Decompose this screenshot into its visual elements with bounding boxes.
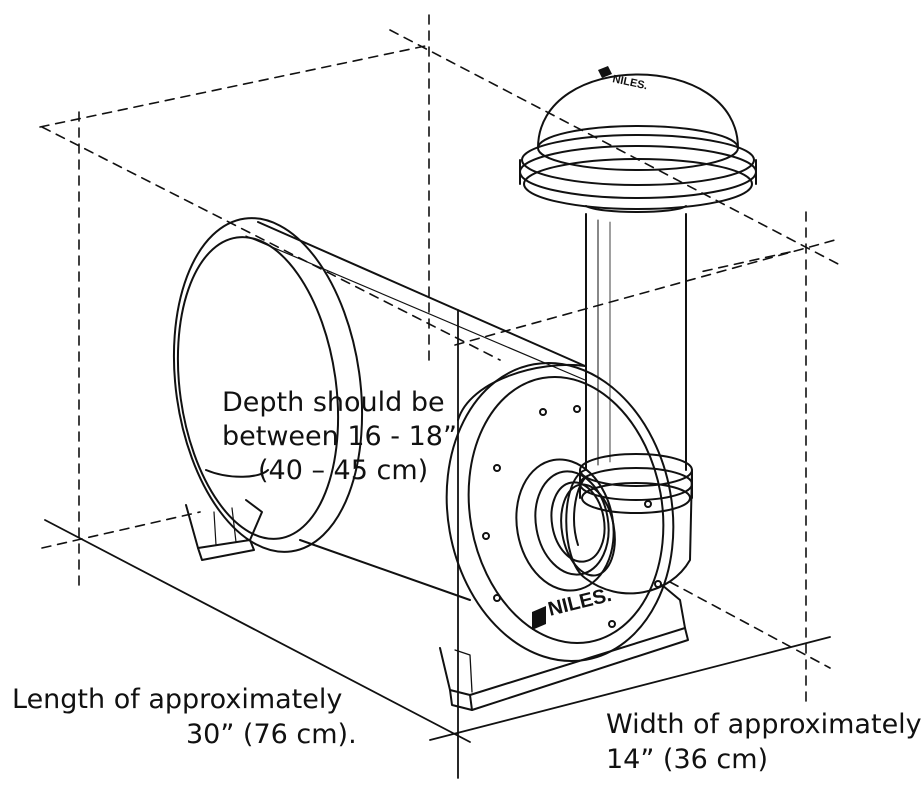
width-label-line1: Width of approximately [606,709,922,740]
width-label-line2: 14” (36 cm) [606,744,769,775]
niles-front-logo-icon [532,606,546,630]
port-tube [579,213,693,514]
depth-label-line1: Depth should be [222,387,445,418]
front-foot [439,584,689,711]
niles-top-logo-icon [598,66,612,78]
depth-label-line3: (40 – 45 cm) [258,455,429,486]
length-label-line2: 30” (76 cm). [186,719,357,750]
length-label-line1: Length of approximately [12,684,343,715]
dimension-box-dashed [39,14,841,706]
svg-text:NILES.: NILES. [611,73,648,92]
dimension-floor-lines [44,309,831,779]
top-logo: NILES. [598,66,649,92]
dome-cap [519,73,757,213]
enclosure-cylinder [172,217,586,601]
front-baffle [445,362,675,662]
depth-label-line2: between 16 - 18” [222,421,457,452]
